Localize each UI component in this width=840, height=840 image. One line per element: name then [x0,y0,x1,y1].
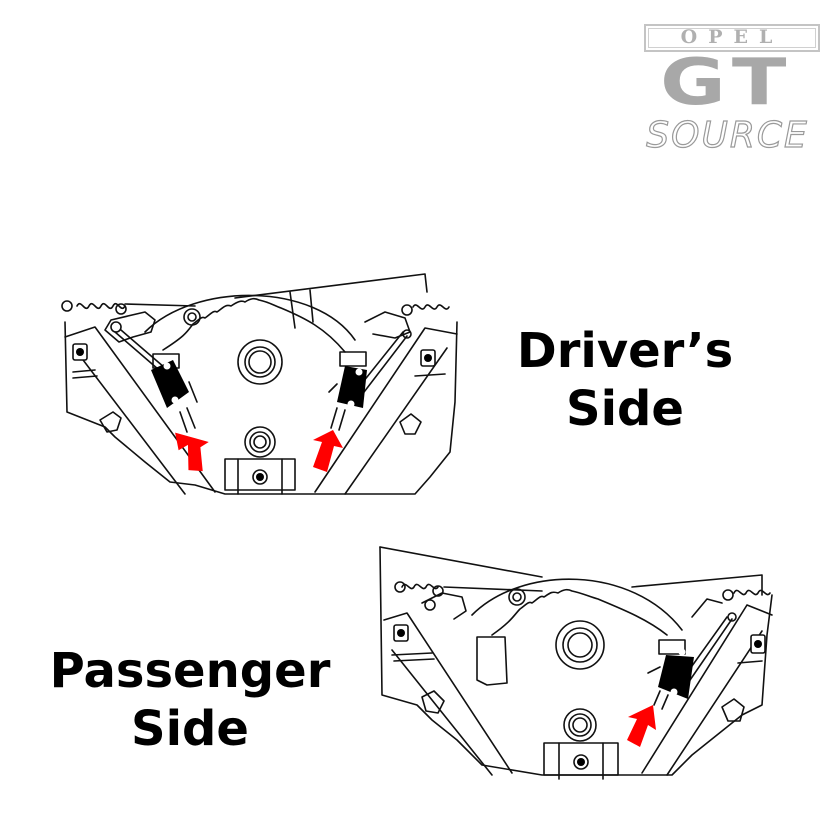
red-arrow-icon [313,430,343,472]
logo-gt-text: GT [660,46,794,120]
red-arrow-icon [627,705,656,747]
logo-opel-box [644,24,820,52]
passenger-side-diagram [362,535,787,785]
logo-opel-text: OPEL [680,26,784,48]
driver-side-label-line2: Side [566,381,684,437]
passenger-side-label: Passenger Side [30,642,350,758]
micro-switch-icon [647,639,694,710]
micro-switch-icon [328,351,367,431]
driver-side-label-line1: Driver’s [516,323,734,379]
micro-switch-icon [151,353,198,433]
driver-side-label: Driver’s Side [500,322,750,438]
passenger-side-label-line1: Passenger [49,643,331,699]
driver-side-diagram [55,262,470,497]
red-arrow-icon [175,432,209,472]
passenger-side-label-line2: Side [131,701,249,757]
logo-source-text: SOURCE [646,115,809,156]
opel-gt-source-logo: OPEL GT SOURCE [630,18,825,158]
